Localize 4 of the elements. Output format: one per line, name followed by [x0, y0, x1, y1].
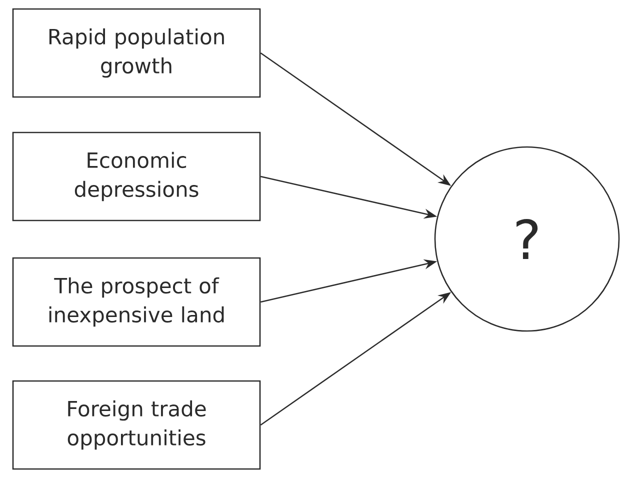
cause-box: Economic depressions	[12, 132, 261, 222]
cause-box: The prospect of inexpensive land	[12, 257, 261, 347]
cause-box: Foreign trade opportunities	[12, 380, 261, 470]
cause-box: Rapid population growth	[12, 8, 261, 98]
